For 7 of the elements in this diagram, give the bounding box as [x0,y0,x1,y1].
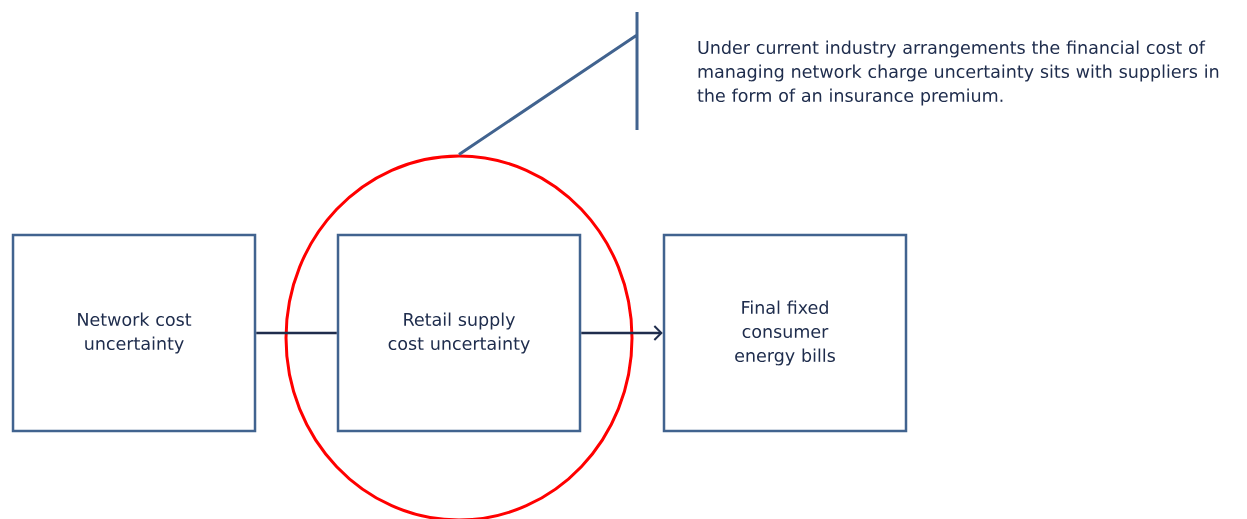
arrow [581,325,663,341]
process-box: Retail supply cost uncertainty [336,233,582,433]
callout-text: Under current industry arrangements the financial cost of managing network charge uncertainty sits with suppliers in the form of an insurance premium. [697,40,1219,106]
process-box: Network cost uncertainty [11,233,257,433]
connector-line [256,331,337,335]
process-box: Final fixed consumer energy bills [662,233,908,433]
leader-line [457,10,639,156]
